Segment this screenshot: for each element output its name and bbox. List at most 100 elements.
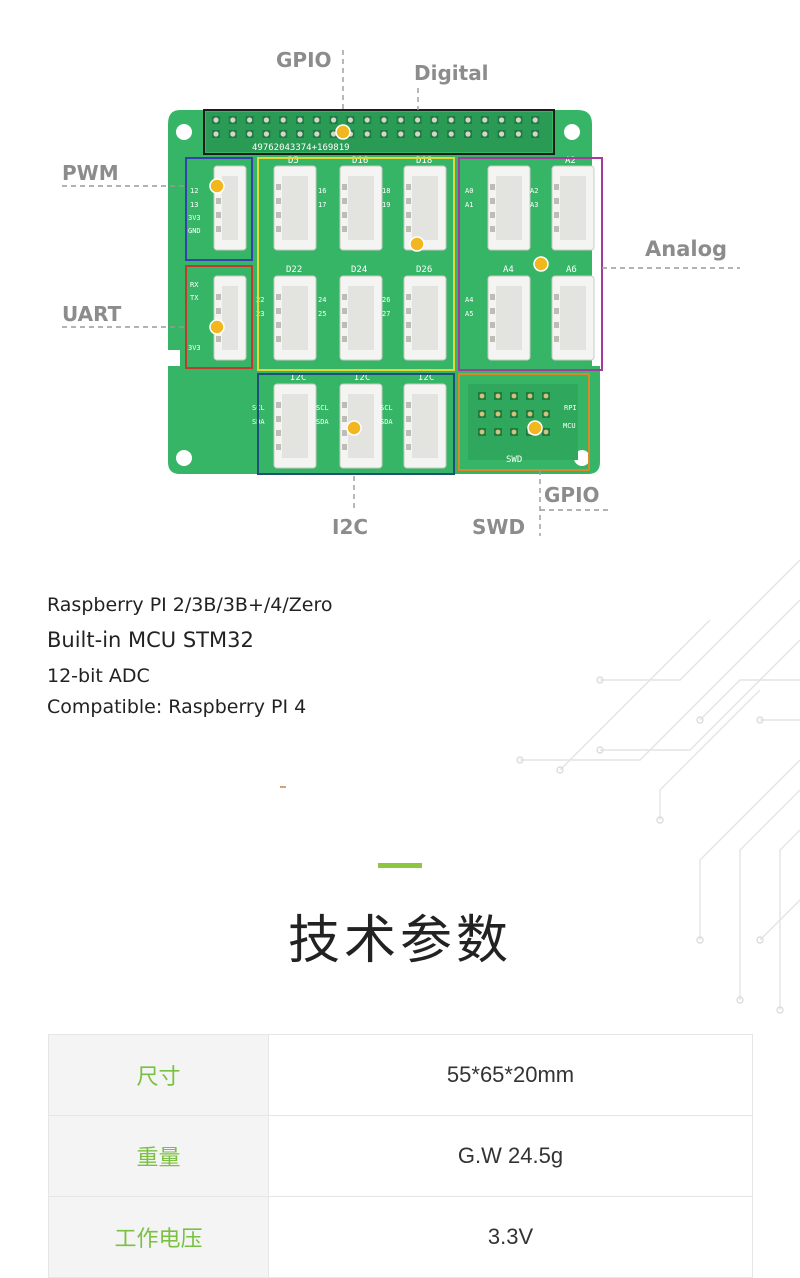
header-pin xyxy=(447,130,456,138)
uart-highlight-box xyxy=(185,265,253,369)
label-pwm: PWM xyxy=(62,161,119,185)
grove-connector xyxy=(273,275,317,361)
silk-i2c-1: I2C xyxy=(290,373,306,383)
grove-connector xyxy=(339,165,383,251)
header-pin xyxy=(447,116,456,124)
silk-a2: A2 xyxy=(565,156,576,166)
section-accent-bar xyxy=(378,863,422,868)
swd-pin xyxy=(494,392,502,400)
marker-dot xyxy=(533,256,549,272)
swd-highlight-box xyxy=(458,373,590,471)
grove-connector xyxy=(403,383,447,469)
swd-pin xyxy=(494,410,502,418)
silk-d5: D5 xyxy=(288,156,299,166)
silk-pin-12: 12 xyxy=(190,187,198,195)
silk-pin-sda-3: SDA xyxy=(380,418,393,426)
rpi-silk: RPI xyxy=(564,404,577,412)
silk-pin-19: 19 xyxy=(382,201,390,209)
swd-silk: SWD xyxy=(506,455,522,465)
header-pin xyxy=(480,116,489,124)
label-i2c: I2C xyxy=(332,515,368,539)
silk-pin-scl-2: SCL xyxy=(316,404,329,412)
spec-key: 重量 xyxy=(48,1115,269,1197)
header-pin xyxy=(329,130,338,138)
header-pin xyxy=(464,130,472,138)
swd-pins: SWD RPI MCU xyxy=(468,384,578,465)
grove-connector xyxy=(213,275,247,361)
header-pin xyxy=(212,116,220,124)
header-pin xyxy=(430,116,439,124)
grove-connector xyxy=(551,165,595,251)
swd-pin xyxy=(542,392,550,400)
header-pin xyxy=(514,116,523,124)
grove-connector xyxy=(403,275,447,361)
silk-pin-17: 17 xyxy=(318,201,326,209)
marker-dot xyxy=(346,420,362,436)
header-pin xyxy=(531,116,540,124)
header-pin xyxy=(464,116,472,124)
marker-dot xyxy=(527,420,543,436)
table-row: 工作电压 3.3V xyxy=(48,1196,753,1278)
silk-pin-18: 18 xyxy=(382,187,390,195)
grove-connector xyxy=(273,165,317,251)
silk-pin-16: 16 xyxy=(318,187,326,195)
circuit-decoration xyxy=(516,559,800,1014)
header-pin xyxy=(312,130,321,138)
swd-pin xyxy=(478,392,486,400)
grove-connector xyxy=(339,275,383,361)
header-pin xyxy=(245,130,254,138)
header-pin xyxy=(531,130,540,138)
silk-pin-13: 13 xyxy=(190,201,198,209)
header-pin xyxy=(497,130,506,138)
location-markers xyxy=(209,124,549,436)
spec-table: 尺寸 55*65*20mm 重量 G.W 24.5g 工作电压 3.3V xyxy=(48,1034,753,1278)
feature-compatibility: Raspberry PI 2/3B/3B+/4/Zero xyxy=(47,594,333,616)
silk-i2c-3: I2C xyxy=(418,373,434,383)
silk-pin-rx: RX xyxy=(190,281,199,289)
swd-pin xyxy=(542,410,550,418)
header-pin xyxy=(228,130,237,138)
table-row: 尺寸 55*65*20mm xyxy=(48,1034,753,1116)
table-row: 重量 G.W 24.5g xyxy=(48,1115,753,1197)
silk-pin-a3: A3 xyxy=(530,201,538,209)
swd-pin xyxy=(526,392,534,400)
swd-pin xyxy=(510,428,518,436)
digital-highlight-box xyxy=(257,157,455,371)
decorative-dot xyxy=(280,786,286,788)
header-pin xyxy=(497,116,506,124)
header-pin xyxy=(212,130,220,138)
header-pin xyxy=(380,116,388,124)
silk-pin-a1: A1 xyxy=(465,201,473,209)
grove-connector xyxy=(273,383,317,469)
header-pin xyxy=(380,130,388,138)
header-pin xyxy=(296,130,304,138)
header-pin xyxy=(262,130,271,138)
header-pin xyxy=(312,116,321,124)
grove-connectors xyxy=(213,165,595,469)
header-pin xyxy=(228,116,237,124)
header-pin xyxy=(346,116,355,124)
silk-pin-26: 26 xyxy=(382,296,390,304)
header-pin xyxy=(363,116,372,124)
section-title: 技术参数 xyxy=(287,911,512,971)
grove-connector xyxy=(403,165,447,251)
silk-pin-22: 22 xyxy=(256,296,264,304)
swd-pin xyxy=(510,410,518,418)
spec-value: 55*65*20mm xyxy=(268,1034,753,1116)
silk-pin-gnd: GND xyxy=(188,227,201,235)
gpio-highlight-box xyxy=(203,109,555,155)
label-digital: Digital xyxy=(414,61,489,85)
silk-pin-3v3-uart: 3V3 xyxy=(188,344,201,352)
header-pin xyxy=(480,130,489,138)
grove-connector xyxy=(487,165,531,251)
header-pin xyxy=(396,130,405,138)
silk-pin-3v3: 3V3 xyxy=(188,214,201,222)
header-silk: 49762043374+169819 xyxy=(252,143,350,153)
header-pin xyxy=(279,130,288,138)
header-pin xyxy=(296,116,304,124)
header-pin xyxy=(329,116,338,124)
swd-pin xyxy=(526,410,534,418)
grove-connector xyxy=(551,275,595,361)
silk-d24: D24 xyxy=(351,265,367,275)
swd-pin xyxy=(478,428,486,436)
